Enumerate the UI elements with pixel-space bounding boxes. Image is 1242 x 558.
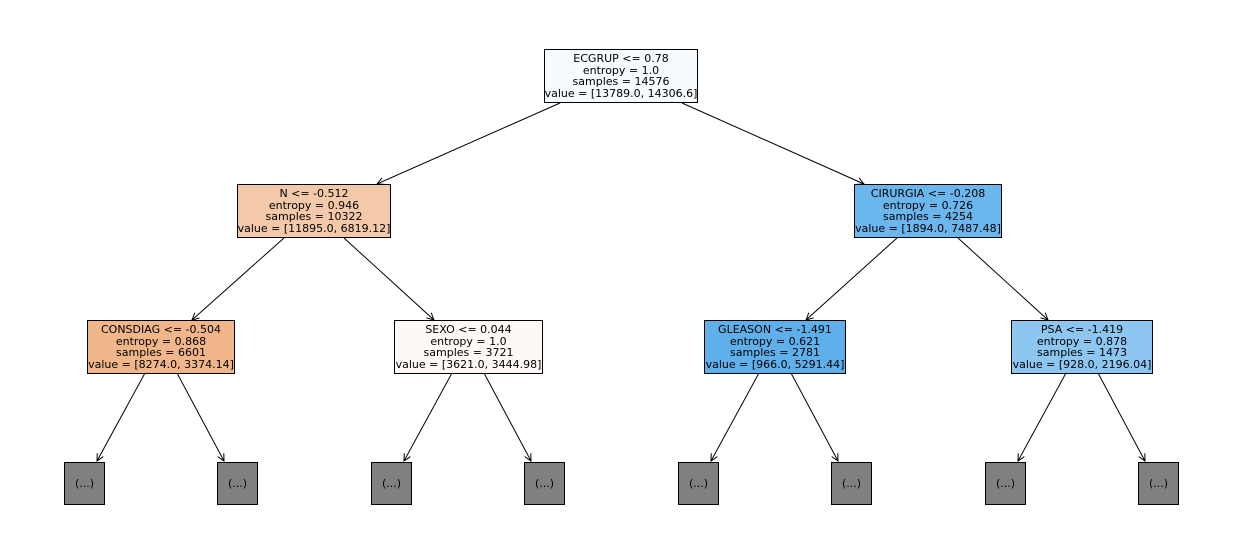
node-n-rr-value: value = [928.0, 2196.04] [1012, 357, 1152, 371]
leaf-1: (...) [64, 462, 105, 505]
node-n-left-samples: samples = 10322 [265, 210, 363, 223]
edge-rl-leaf2 [790, 372, 838, 461]
leaf-2-label: (...) [227, 476, 248, 490]
edge-rl-leaf1 [711, 372, 760, 461]
edge-ll-leaf1 [97, 372, 146, 461]
node-n-lr-split: SEXO <= 0.044 [425, 323, 512, 336]
node-root-entropy: entropy = 1.0 [582, 63, 660, 77]
node-n-rr-entropy: entropy = 0.878 [1036, 334, 1128, 348]
leaf-1-label: (...) [74, 476, 95, 490]
node-n-right-value: value = [1894.0, 7487.48] [855, 221, 1001, 235]
node-n-rl-split: GLEASON <= -1.491 [718, 323, 832, 336]
node-n-ll-value: value = [8274.0, 3374.14] [88, 357, 234, 371]
leaf-5: (...) [678, 462, 719, 505]
node-root-value: value = [13789.0, 14306.6] [544, 86, 698, 100]
node-n-ll-samples: samples = 6601 [116, 346, 206, 359]
edge-lr-leaf1 [404, 372, 453, 461]
node-n-rl-entropy: entropy = 0.621 [729, 334, 821, 348]
edge-root-right [681, 102, 864, 184]
edge-right-rr [957, 237, 1048, 320]
leaf-6: (...) [831, 462, 872, 505]
edge-right-rl [806, 237, 898, 320]
leaf-5-label: (...) [688, 476, 709, 490]
node-n-right-split: CIRURGIA <= -0.208 [870, 187, 986, 200]
node-n-rr: PSA <= -1.419 entropy = 0.878 samples = … [1011, 320, 1153, 374]
node-n-lr-entropy: entropy = 1.0 [430, 334, 507, 348]
node-n-left: N <= -0.512 entropy = 0.946 samples = 10… [237, 184, 391, 238]
edge-ll-leaf2 [176, 372, 224, 461]
edge-rr-leaf1 [1018, 372, 1067, 461]
leaf-6-label: (...) [841, 476, 862, 490]
node-root: ECGRUP <= 0.78 entropy = 1.0 samples = 1… [544, 49, 698, 103]
leaf-8-label: (...) [1148, 476, 1169, 490]
node-n-right: CIRURGIA <= -0.208 entropy = 0.726 sampl… [854, 184, 1002, 238]
node-n-left-entropy: entropy = 0.946 [268, 198, 360, 212]
leaf-8: (...) [1138, 462, 1179, 505]
node-n-right-samples: samples = 4254 [883, 210, 973, 223]
node-n-rl-samples: samples = 2781 [730, 346, 820, 359]
node-n-left-split: N <= -0.512 [279, 187, 349, 200]
leaf-2: (...) [217, 462, 258, 505]
node-n-rr-split: PSA <= -1.419 [1040, 323, 1124, 336]
leaf-7-label: (...) [995, 476, 1016, 490]
node-n-rr-samples: samples = 1473 [1037, 346, 1127, 359]
leaf-4-label: (...) [534, 476, 555, 490]
node-root-samples: samples = 14576 [572, 75, 670, 88]
node-n-ll-entropy: entropy = 0.868 [115, 334, 207, 348]
node-n-ll-split: CONSDIAG <= -0.504 [100, 323, 221, 336]
node-n-left-value: value = [11895.0, 6819.12] [237, 221, 391, 235]
node-root-split: ECGRUP <= 0.78 [573, 52, 669, 65]
leaf-3: (...) [371, 462, 412, 505]
edge-lr-leaf2 [483, 372, 531, 461]
edge-left-ll [192, 237, 285, 320]
edge-root-left [377, 102, 561, 184]
edge-rr-leaf2 [1097, 372, 1145, 461]
node-n-lr-value: value = [3621.0, 3444.98] [395, 357, 542, 371]
node-n-right-entropy: entropy = 0.726 [882, 198, 974, 212]
node-n-lr: SEXO <= 0.044 entropy = 1.0 samples = 37… [394, 320, 543, 374]
edge-left-lr [343, 237, 434, 320]
leaf-3-label: (...) [381, 476, 402, 490]
node-n-lr-samples: samples = 3721 [423, 346, 514, 359]
node-n-ll: CONSDIAG <= -0.504 entropy = 0.868 sampl… [87, 320, 235, 374]
leaf-7: (...) [985, 462, 1026, 505]
node-n-rl-value: value = [966.0, 5291.44] [705, 357, 845, 371]
node-n-rl: GLEASON <= -1.491 entropy = 0.621 sample… [704, 320, 846, 374]
leaf-4: (...) [524, 462, 565, 505]
